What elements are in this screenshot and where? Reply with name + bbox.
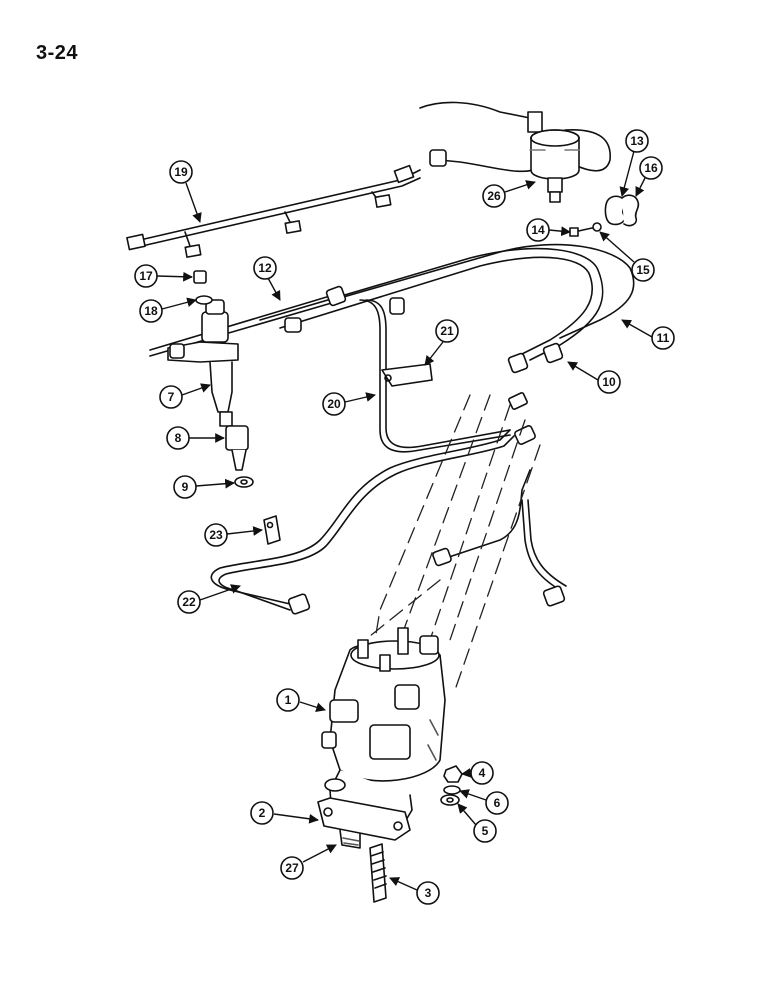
pipe-clip <box>263 515 281 545</box>
callout-4: 4 <box>461 761 494 785</box>
mounting-stud <box>369 843 387 903</box>
pipe-bracket <box>381 363 433 387</box>
svg-text:15: 15 <box>636 263 650 277</box>
svg-text:11: 11 <box>657 331 670 345</box>
callout-21: 21 <box>424 319 459 366</box>
injector-sleeve <box>225 425 249 471</box>
svg-text:9: 9 <box>182 480 189 494</box>
svg-text:6: 6 <box>494 796 501 810</box>
banjo-fitting-top <box>429 149 447 167</box>
svg-text:23: 23 <box>209 528 223 542</box>
callout-10: 10 <box>567 361 621 394</box>
svg-text:12: 12 <box>258 261 272 275</box>
solenoid-valve <box>527 111 580 203</box>
callout-23: 23 <box>204 523 263 547</box>
svg-text:1: 1 <box>285 693 292 707</box>
alignment-lines <box>364 394 541 691</box>
callout-11: 11 <box>621 319 675 350</box>
callout-12: 12 <box>253 256 281 301</box>
callout-13: 13 <box>619 129 649 197</box>
nut <box>443 765 463 783</box>
svg-text:5: 5 <box>482 824 489 838</box>
svg-text:17: 17 <box>139 269 153 283</box>
svg-text:19: 19 <box>174 165 188 179</box>
injection-pump <box>317 627 446 849</box>
pipe-clamp <box>604 194 640 227</box>
callout-22: 22 <box>177 584 241 614</box>
svg-text:26: 26 <box>487 189 501 203</box>
svg-text:18: 18 <box>144 304 158 318</box>
callout-20: 20 <box>322 392 376 416</box>
seal-washer <box>195 295 213 305</box>
svg-text:10: 10 <box>602 375 616 389</box>
callout-3: 3 <box>389 877 440 905</box>
callout-14: 14 <box>526 218 571 242</box>
spring-washer <box>443 785 461 795</box>
svg-text:14: 14 <box>531 223 545 237</box>
callout-15: 15 <box>599 231 655 282</box>
clamp-bolt <box>569 222 602 237</box>
svg-text:21: 21 <box>440 324 454 338</box>
injector-nozzle <box>167 299 239 427</box>
svg-text:2: 2 <box>259 806 266 820</box>
callout-9: 9 <box>173 475 235 499</box>
callout-26: 26 <box>482 180 536 208</box>
page-number: 3-24 <box>36 42 79 64</box>
leak-off-rail <box>126 164 421 258</box>
callout-27: 27 <box>280 844 337 880</box>
svg-text:16: 16 <box>644 161 658 175</box>
svg-text:8: 8 <box>175 431 182 445</box>
banjo-bolt <box>193 270 207 284</box>
svg-text:7: 7 <box>168 390 175 404</box>
svg-text:27: 27 <box>285 861 299 875</box>
callout-7: 7 <box>159 383 211 409</box>
pipe-nuts-lower <box>287 547 566 615</box>
callout-8: 8 <box>166 426 225 450</box>
svg-text:20: 20 <box>327 397 341 411</box>
callout-16: 16 <box>635 156 663 197</box>
injector-pipe-lower <box>210 429 567 611</box>
callout-18: 18 <box>139 297 197 323</box>
svg-text:13: 13 <box>630 134 644 148</box>
svg-text:4: 4 <box>479 766 486 780</box>
pipe-nuts-upper <box>284 285 564 445</box>
flat-washer <box>440 794 460 806</box>
callout-19: 19 <box>169 160 202 223</box>
callout-6: 6 <box>459 789 509 815</box>
callout-1: 1 <box>276 688 326 712</box>
svg-text:3: 3 <box>425 886 432 900</box>
callout-2: 2 <box>250 801 319 825</box>
callout-5: 5 <box>457 803 497 843</box>
svg-text:22: 22 <box>182 595 196 609</box>
return-line-top <box>419 101 611 173</box>
copper-washer <box>234 476 254 488</box>
callout-17: 17 <box>134 264 193 288</box>
